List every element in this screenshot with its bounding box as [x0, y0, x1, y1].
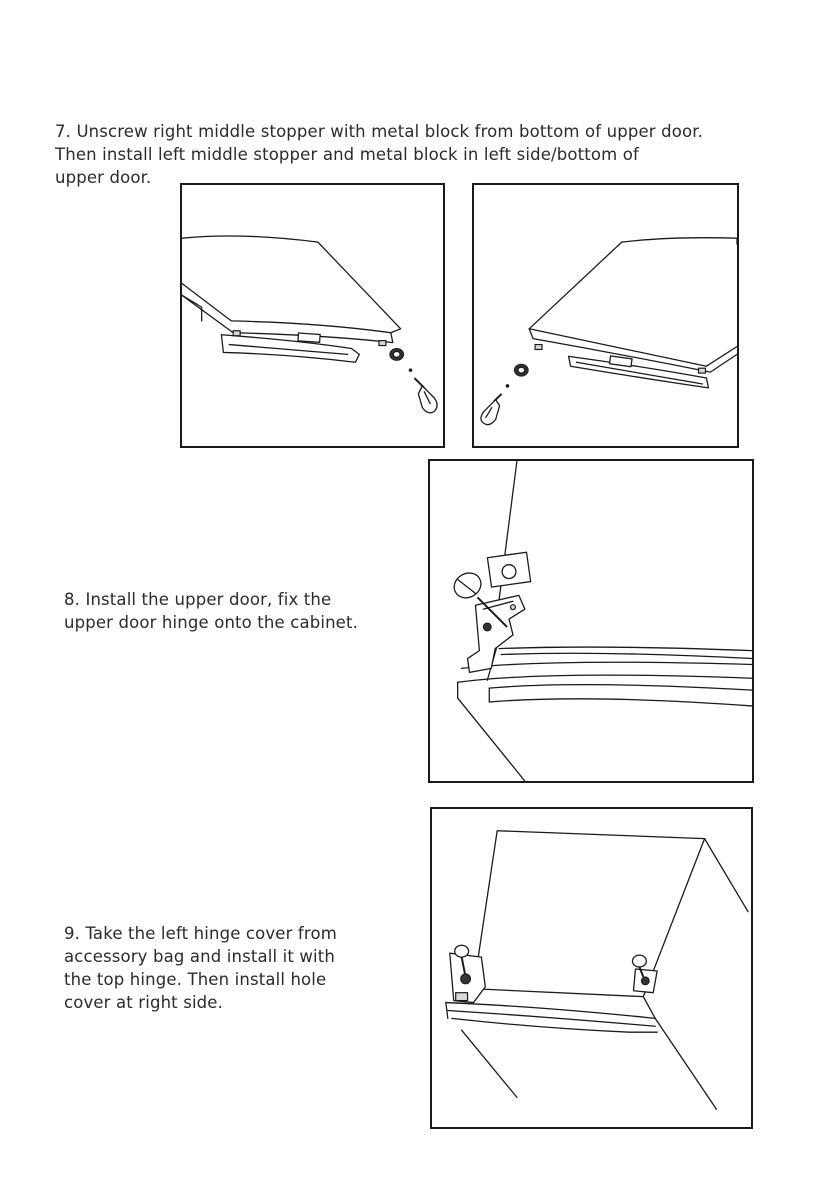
door-hinge-install-view [453, 461, 752, 781]
screwdriver-icon [453, 572, 508, 628]
hinge-icon [466, 594, 526, 673]
upper-door-bottom-view-right-stopper [182, 235, 438, 414]
step-9-instruction: 9. Take the left hinge cover from access… [64, 924, 337, 1012]
step-8-instruction: 8. Install the upper door, fix the upper… [64, 590, 358, 632]
step-7-illustration-install [472, 183, 739, 448]
step-8-illustration-install-door-hinge [428, 459, 754, 783]
stopper-icon [389, 348, 405, 361]
upper-door-bottom-view-left-stopper [480, 237, 737, 426]
stopper-icon [513, 363, 529, 377]
step-7-instruction: 7. Unscrew right middle stopper with met… [55, 122, 704, 187]
screwdriver-icon [480, 393, 503, 426]
hinge-icon [632, 968, 658, 994]
screwdriver-icon [413, 377, 438, 414]
step-9-illustration-hinge-cover [430, 807, 753, 1129]
hinge-cover-install-view [445, 830, 749, 1110]
step-7-illustration-remove [180, 183, 445, 448]
screwdriver-icon [631, 954, 647, 978]
screwdriver-icon [454, 944, 472, 985]
